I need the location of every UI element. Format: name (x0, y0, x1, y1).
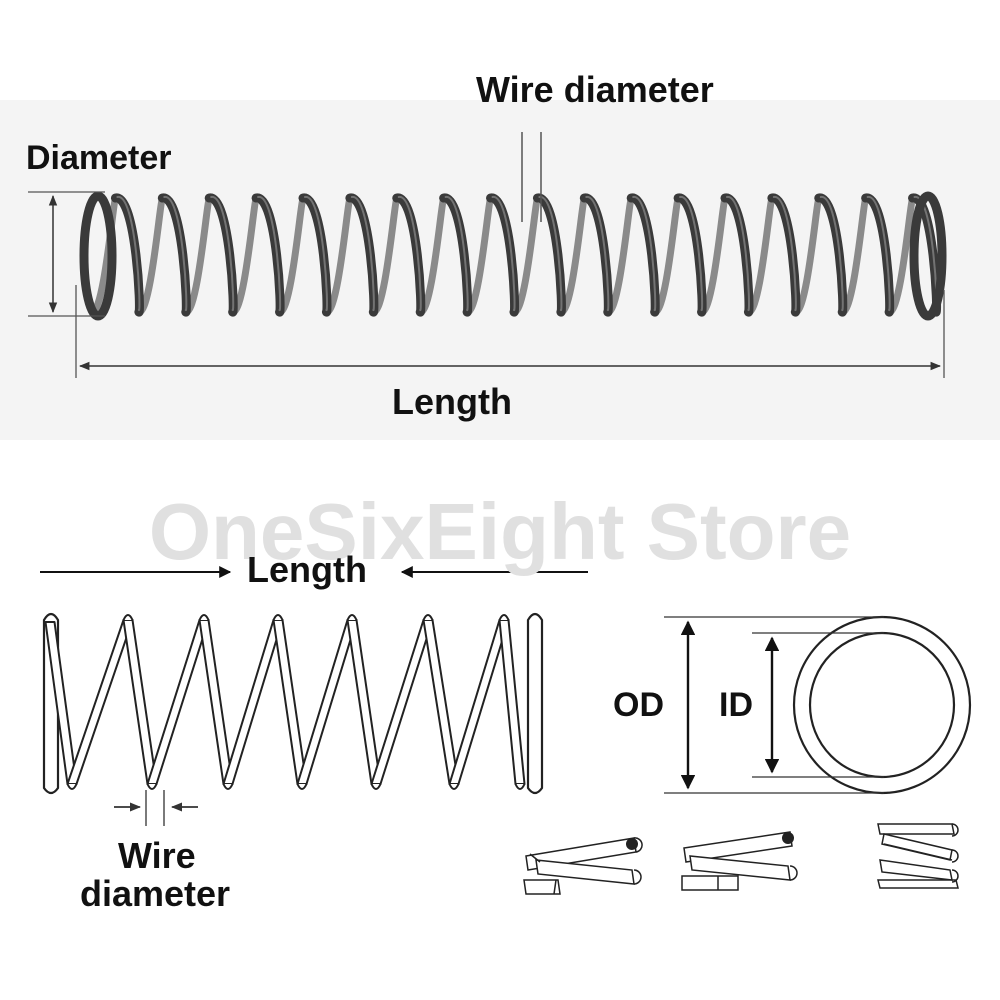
drawn-spring-peak (422, 614, 434, 621)
spring-coil-highlight (397, 196, 422, 312)
drawn-spring-peak (346, 614, 358, 621)
drawing-wire-label: Wire (118, 835, 196, 876)
drawn-spring-valley (146, 783, 158, 790)
drawn-spring-coil (272, 619, 308, 785)
store-watermark: OneSixEight Store (148, 487, 852, 576)
drawing-diameter-label: diameter (80, 873, 231, 914)
end-type-open-sketch (523, 837, 643, 895)
drawn-spring-coil (296, 619, 358, 785)
spring-coil-highlight (632, 196, 657, 312)
coil-spring-photo (79, 191, 947, 321)
spring-coil-highlight (538, 196, 563, 312)
drawn-spring-peak (272, 614, 284, 621)
spring-coil-highlight (350, 196, 375, 312)
spring-coil-highlight (819, 196, 844, 312)
end-type-ground-sketch (877, 823, 959, 889)
drawn-spring-valley (222, 783, 234, 790)
end-type-closed-dot (782, 832, 794, 844)
drawn-spring-coil (346, 619, 382, 785)
drawn-spring-valley (296, 783, 308, 790)
compression-spring-drawing (42, 612, 544, 795)
spring-coil-highlight (726, 196, 750, 312)
inner-diameter-circle (808, 631, 956, 779)
drawn-spring-valley (66, 783, 78, 790)
drawn-spring-coil (422, 619, 460, 785)
drawn-spring-peak (198, 614, 210, 621)
drawing-length-label: Length (247, 549, 367, 590)
spring-coil-highlight (304, 196, 328, 312)
od-label: OD (613, 686, 664, 724)
drawn-spring-coil (66, 619, 134, 785)
drawn-spring-peak (122, 614, 134, 621)
drawn-spring-valley (370, 783, 382, 790)
photo-background (0, 100, 1000, 440)
length-label: Length (392, 381, 512, 422)
drawn-spring-coil (146, 619, 210, 785)
end-type-closed-sketch (681, 831, 798, 891)
spring-end-right (909, 191, 947, 321)
drawn-spring-coil (222, 619, 284, 785)
spring-coil-highlight (116, 196, 141, 312)
spring-coil-highlight (210, 196, 235, 312)
spring-coil-highlight (491, 196, 516, 312)
spring-coil-highlight (772, 196, 797, 312)
diameter-label: Diameter (26, 139, 172, 177)
id-label: ID (719, 686, 753, 724)
spring-coil-highlight (163, 196, 188, 312)
spring-coil-highlight (257, 196, 282, 312)
drawn-spring-coil (122, 619, 158, 785)
drawn-spring-valley (448, 783, 460, 790)
drawn-spring-valley (514, 783, 526, 790)
drawn-spring-coil (448, 619, 510, 785)
drawn-spring-peak (498, 614, 510, 621)
wire-diameter-label: Wire diameter (476, 69, 714, 110)
drawn-spring-coil (498, 619, 526, 785)
end-type-open-dot (626, 838, 638, 850)
spring-coil-highlight (585, 196, 610, 312)
spring-coil-highlight (866, 196, 891, 312)
spring-coil-highlight (444, 196, 469, 312)
drawn-spring-end-right (526, 612, 544, 795)
outer-diameter-circle (792, 615, 972, 795)
drawn-spring-coil (370, 619, 434, 785)
drawn-spring-coil (198, 619, 234, 785)
spring-coil-highlight (679, 196, 704, 312)
